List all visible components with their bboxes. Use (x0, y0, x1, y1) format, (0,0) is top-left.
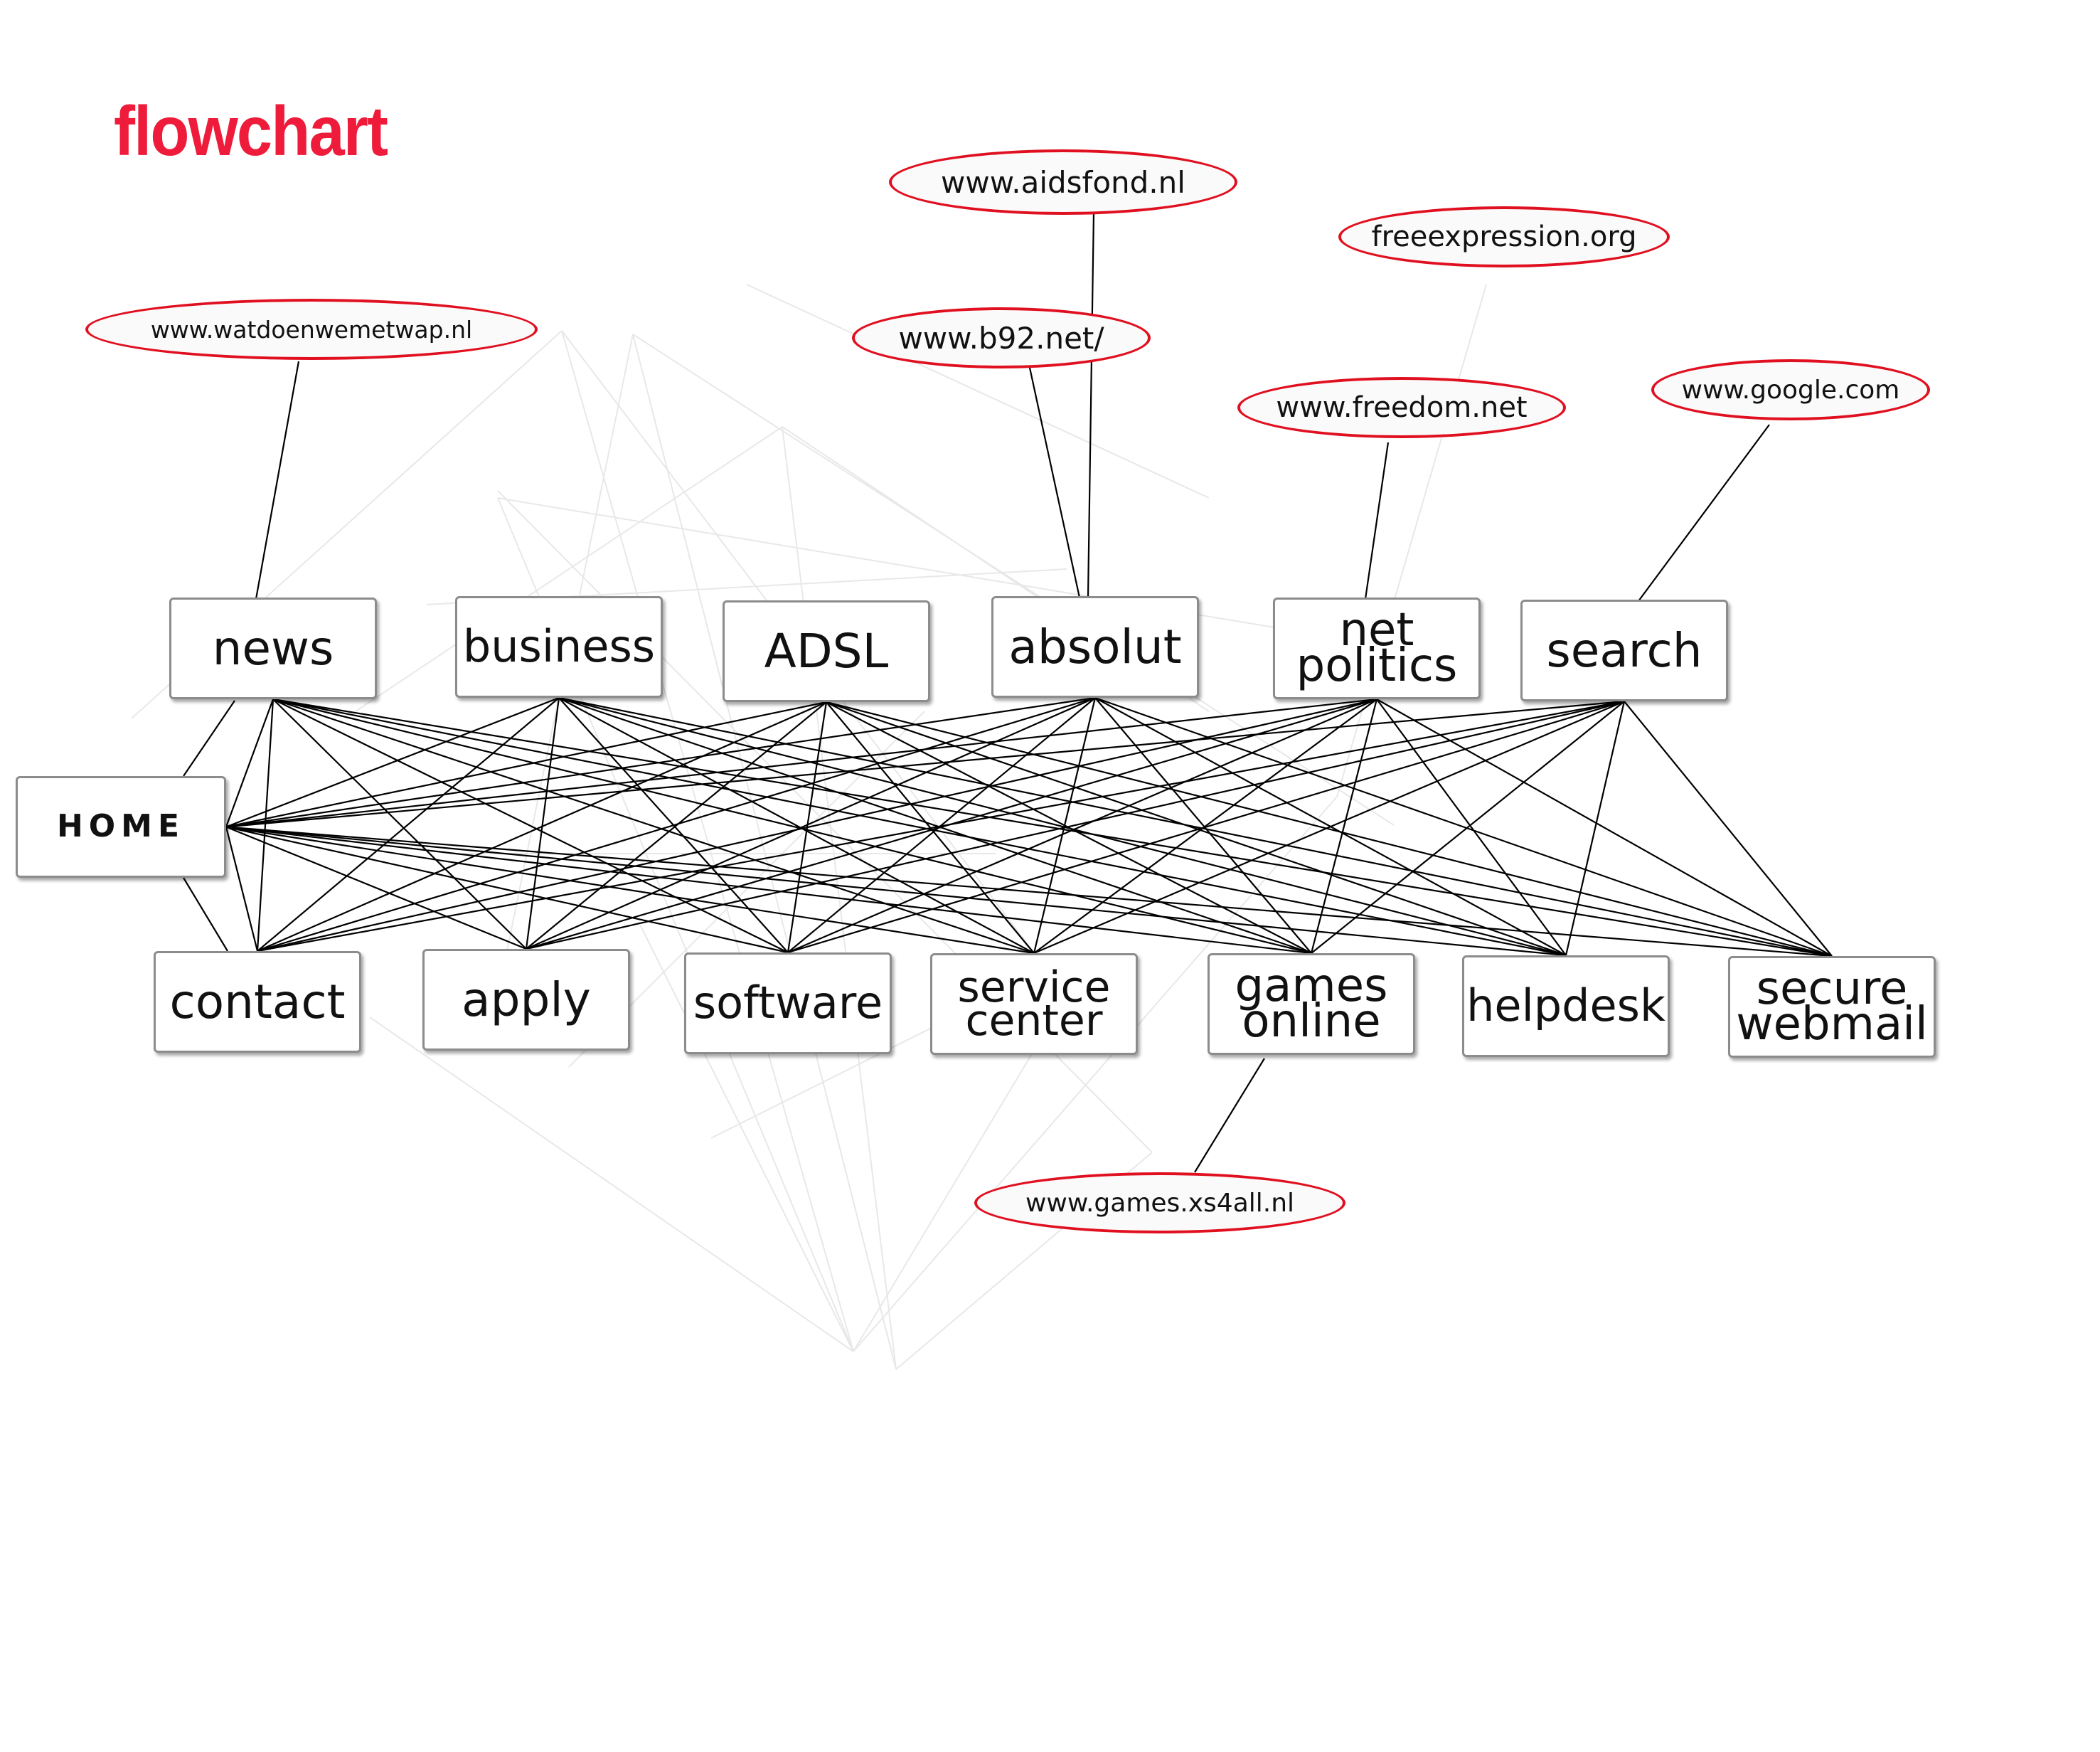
node-apply[interactable]: apply (422, 949, 630, 1051)
node-adsl[interactable]: ADSL (723, 600, 930, 702)
edge-home-contact-short (183, 877, 228, 952)
external-link-aidsfond[interactable]: www.aidsfond.nl (889, 149, 1237, 215)
edge-search-contact (257, 700, 1625, 952)
edge-business-contact (257, 697, 560, 952)
edge-net-politics-contact (257, 698, 1377, 952)
home-node[interactable]: HOME (16, 776, 226, 878)
edge-news-software (272, 699, 789, 953)
edge-external-aidsfond (1087, 211, 1095, 598)
edge-business-apply (525, 697, 560, 950)
edge-home-apply (225, 826, 527, 950)
edge-absolut-apply (526, 696, 1096, 950)
edge-news-apply (272, 699, 527, 950)
edge-adsl-secure-webmail (826, 701, 1833, 957)
node-news[interactable]: news (169, 598, 377, 699)
home-label: HOME (56, 808, 186, 845)
edge-home-news (225, 699, 275, 827)
edge-absolut-contact (257, 696, 1096, 952)
edge-home-search (225, 700, 1625, 828)
edge-home-business (225, 696, 560, 828)
edge-search-helpdesk (1565, 701, 1626, 956)
edge-net-politics-games-online (1310, 699, 1378, 954)
node-contact[interactable]: contact (154, 951, 361, 1053)
node-label: news (212, 620, 334, 676)
edge-home-software (225, 826, 789, 954)
external-link-freeexpression[interactable]: freeexpression.org (1338, 206, 1670, 267)
node-absolut[interactable]: absolut (991, 596, 1199, 698)
edge-net-politics-secure-webmail (1376, 699, 1833, 957)
edge-absolut-software (787, 697, 1096, 953)
edge-external-google (1638, 424, 1770, 602)
node-label: online (1242, 994, 1381, 1048)
external-link-games-xs4all[interactable]: www.games.xs4all.nl (974, 1172, 1345, 1233)
edge-home-absolut (225, 696, 1096, 828)
node-label: center (965, 995, 1103, 1046)
node-label: net (1339, 603, 1414, 657)
node-software[interactable]: software (684, 952, 892, 1054)
edge-search-service-center (1033, 700, 1625, 955)
edge-home-secure-webmail (225, 826, 1833, 957)
node-label: secure (1756, 962, 1908, 1015)
edge-absolut-service-center (1033, 697, 1097, 954)
external-link-watdoenwemetwap[interactable]: www.watdoenwemetwap.nl (85, 299, 538, 360)
edge-external-games-xs4all (1194, 1058, 1265, 1173)
node-search[interactable]: search (1520, 600, 1728, 701)
node-label: software (693, 977, 883, 1029)
external-link-b92[interactable]: www.b92.net/ (852, 307, 1151, 368)
external-link-freedom[interactable]: www.freedom.net (1237, 377, 1566, 438)
edge-home-contact (225, 827, 259, 952)
node-label: contact (169, 974, 346, 1029)
node-label: ADSL (764, 623, 889, 679)
edge-adsl-helpdesk (826, 701, 1567, 957)
edge-external-freedom (1364, 442, 1390, 600)
edge-business-helpdesk (558, 696, 1567, 957)
edge-adsl-contact (257, 701, 827, 952)
node-business[interactable]: business (455, 596, 663, 698)
edge-search-secure-webmail (1624, 701, 1833, 957)
edge-news-secure-webmail (272, 698, 1833, 957)
edge-external-b92 (1028, 367, 1081, 598)
edge-search-games-online (1311, 701, 1625, 954)
edge-search-software (787, 700, 1625, 954)
node-label: service (957, 962, 1111, 1012)
edge-business-games-online (558, 696, 1312, 955)
node-label: absolut (1008, 619, 1182, 674)
edge-adsl-games-online (826, 701, 1312, 954)
edge-news-helpdesk (272, 698, 1567, 957)
edge-adsl-apply (526, 701, 827, 950)
edge-business-secure-webmail (558, 696, 1833, 957)
edge-net-politics-software (787, 698, 1377, 954)
edge-home-service-center (225, 826, 1035, 955)
node-label: search (1546, 622, 1702, 678)
edge-home-news-short (183, 700, 235, 777)
external-link-google[interactable]: www.google.com (1651, 359, 1930, 420)
edge-net-politics-service-center (1033, 699, 1377, 954)
node-label: games (1235, 959, 1388, 1012)
edge-search-apply (526, 700, 1625, 950)
edge-absolut-secure-webmail (1094, 696, 1833, 957)
node-helpdesk[interactable]: helpdesk (1462, 955, 1670, 1057)
node-label: helpdesk (1466, 979, 1665, 1032)
edge-group (183, 211, 1833, 1173)
edge-news-contact (256, 699, 275, 952)
edge-external-watdoenwemetwap (255, 361, 300, 600)
edge-home-net-politics (225, 698, 1377, 828)
edge-net-politics-helpdesk (1376, 699, 1567, 956)
node-label: politics (1296, 639, 1458, 692)
edge-news-service-center (272, 698, 1035, 955)
edge-home-helpdesk (225, 826, 1567, 957)
node-label: webmail (1736, 997, 1928, 1051)
edge-home-adsl (225, 701, 827, 828)
edge-home-games-online (225, 826, 1312, 955)
page-title: flowchart (114, 92, 388, 170)
node-label: apply (462, 972, 591, 1027)
node-label: business (462, 620, 656, 673)
edge-business-service-center (558, 697, 1035, 954)
